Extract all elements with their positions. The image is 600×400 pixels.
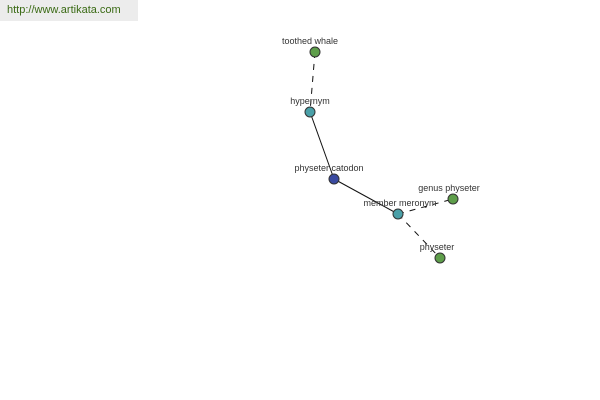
edge-hypernym-to-physeter-catodon: [309, 111, 335, 180]
node-label-hypernym: hypernym: [290, 96, 330, 106]
node-label-member-meronym: member meronym: [363, 198, 436, 208]
node-marker-member-meronym[interactable]: [392, 208, 404, 220]
edge-member-meronym-to-genus-physeter: [397, 198, 454, 215]
node-marker-hypernym[interactable]: [304, 106, 316, 118]
node-marker-physeter-catodon[interactable]: [328, 173, 340, 185]
node-label-physeter: physeter: [420, 242, 455, 252]
node-marker-physeter[interactable]: [434, 252, 446, 264]
watermark-url[interactable]: http://www.artikata.com: [0, 0, 138, 21]
node-label-toothed-whale: toothed whale: [282, 36, 338, 46]
node-hypernym[interactable]: hypernym: [290, 96, 330, 118]
edge-toothed-whale-to-hypernym: [309, 51, 316, 113]
edge-layer: [309, 51, 454, 259]
node-genus-physeter[interactable]: genus physeter: [418, 183, 480, 205]
node-label-physeter-catodon: physeter catodon: [294, 163, 363, 173]
node-physeter[interactable]: physeter: [420, 242, 455, 264]
node-marker-genus-physeter[interactable]: [447, 193, 459, 205]
node-toothed-whale[interactable]: toothed whale: [282, 36, 338, 58]
node-layer: toothed whale hypernym physeter catodon mem…: [282, 36, 480, 264]
node-label-genus-physeter: genus physeter: [418, 183, 480, 193]
node-member-meronym[interactable]: member meronym: [363, 198, 437, 220]
node-physeter-catodon[interactable]: physeter catodon: [294, 163, 364, 185]
node-marker-toothed-whale[interactable]: [309, 46, 321, 58]
edge-physeter-catodon-to-member-meronym: [333, 178, 399, 215]
edge-member-meronym-to-physeter: [397, 213, 441, 259]
